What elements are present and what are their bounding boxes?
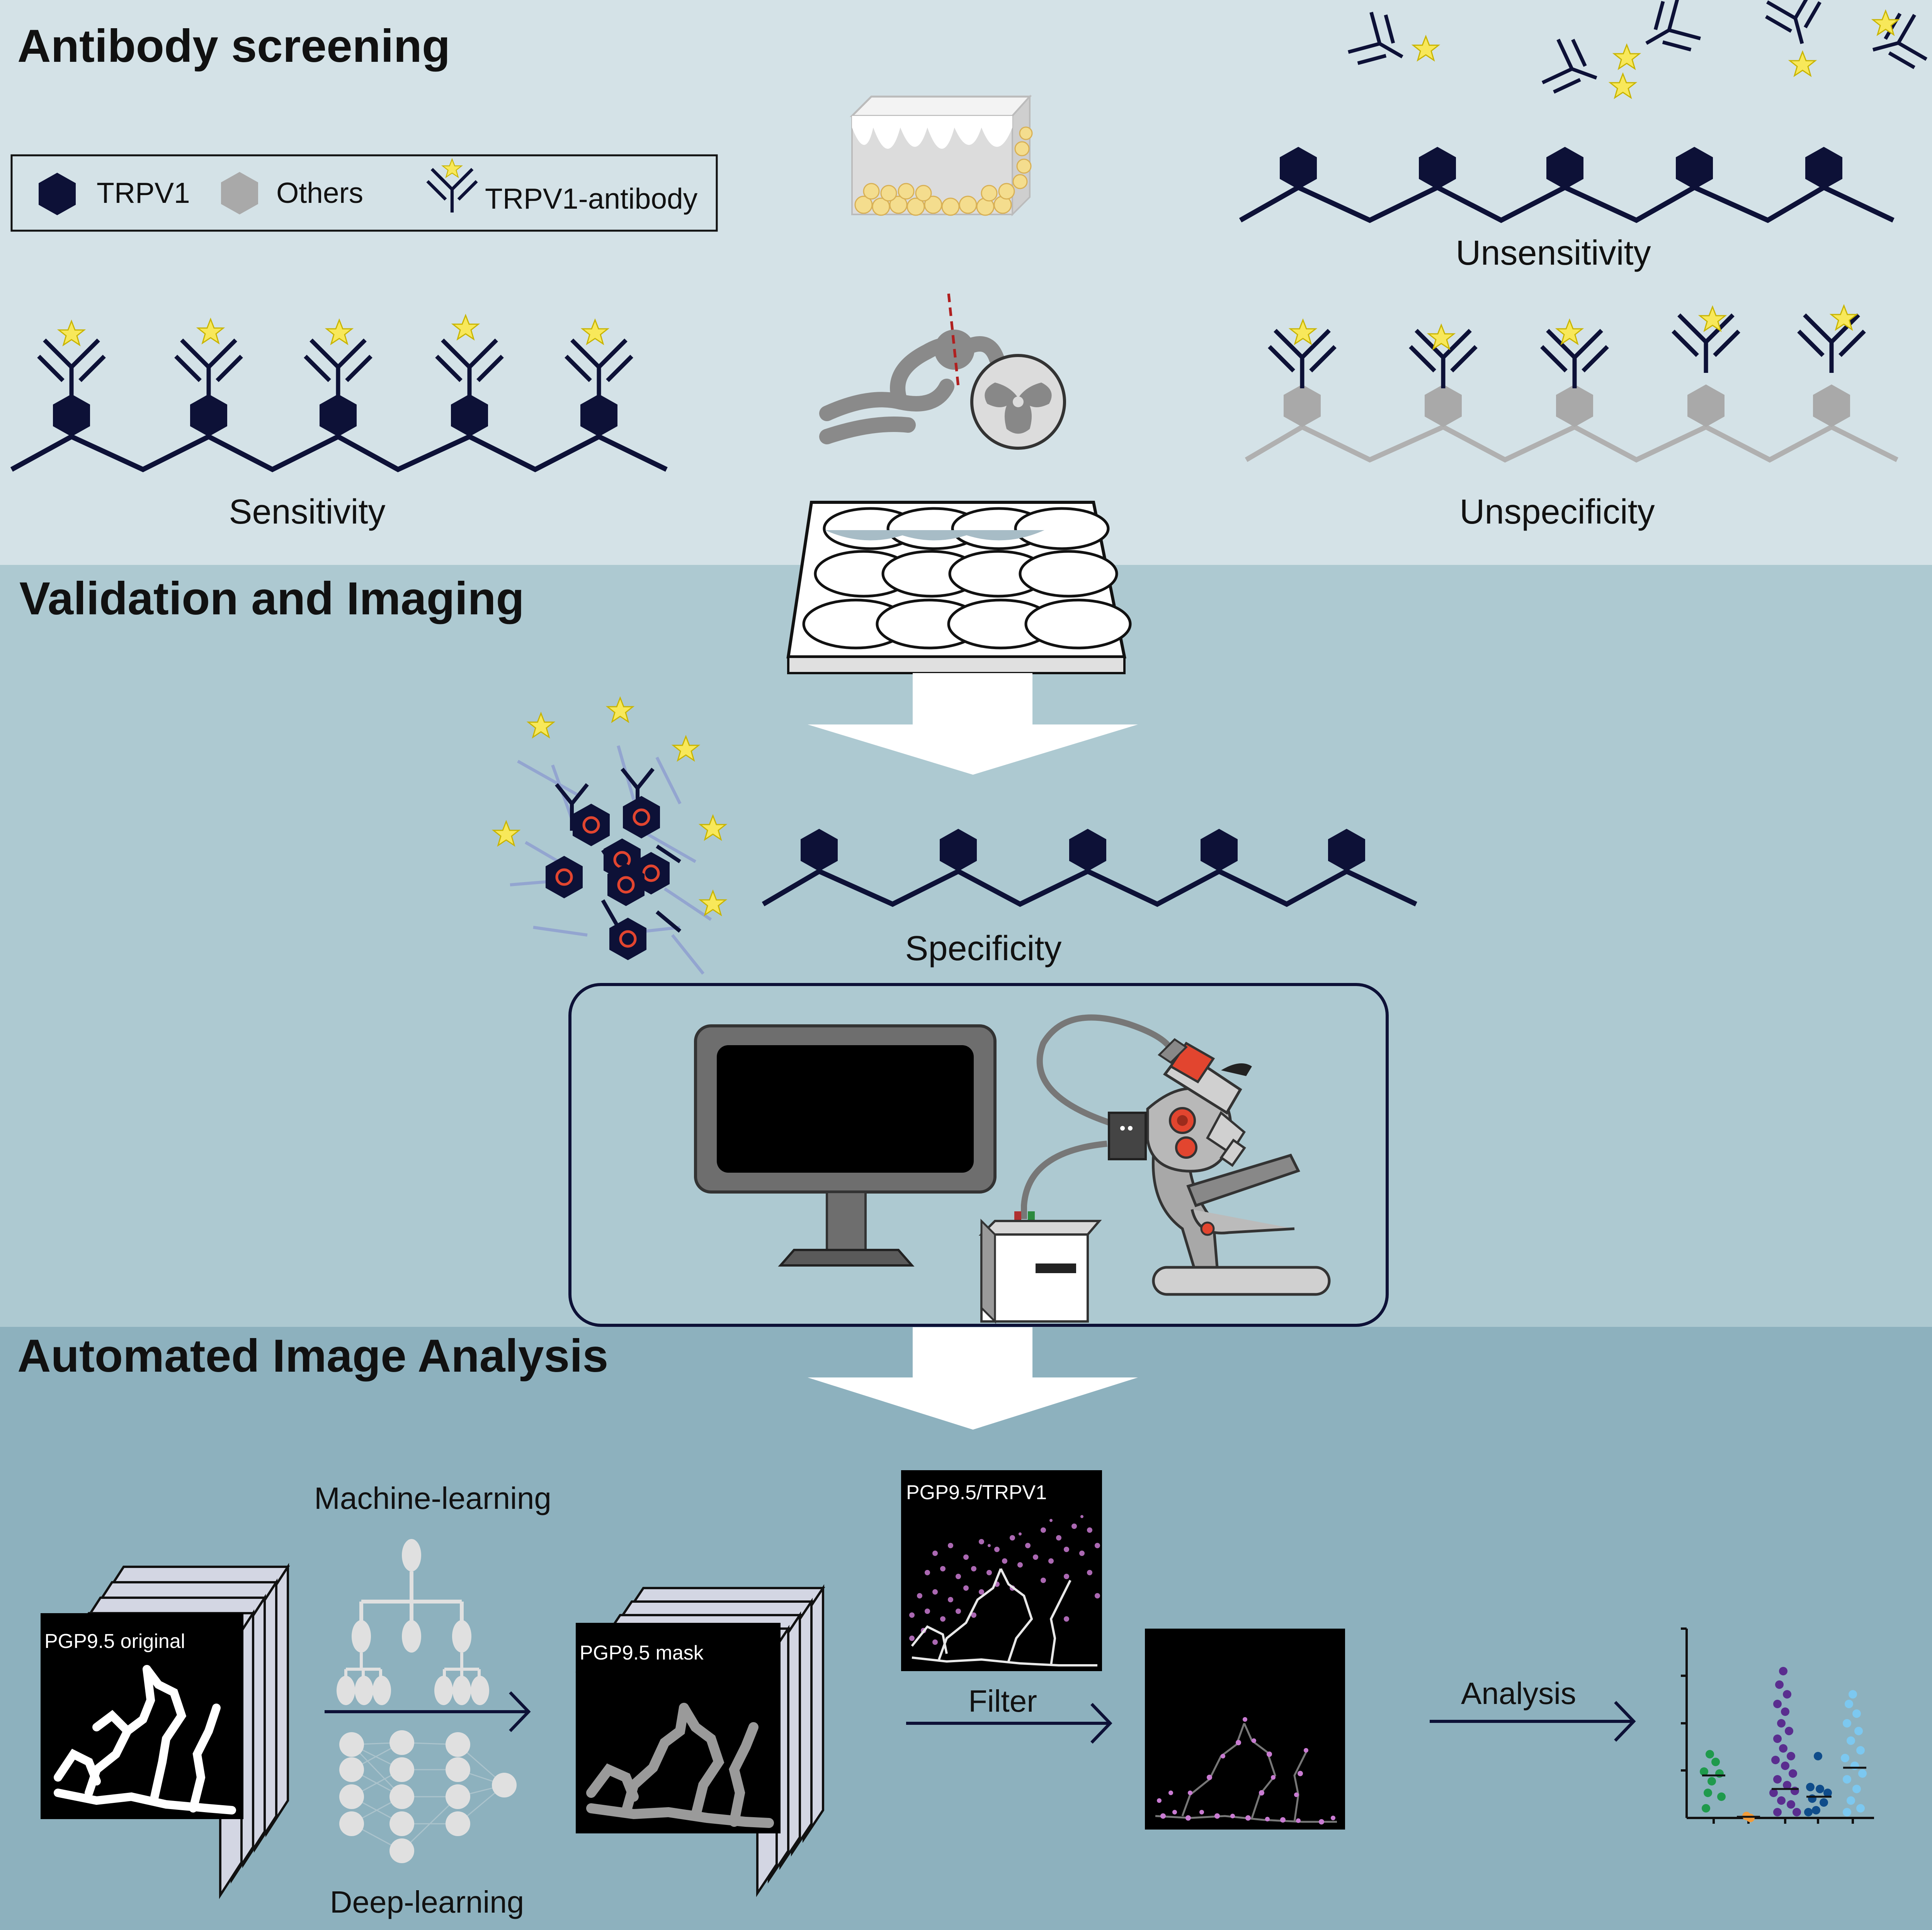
filtered-image — [1145, 1629, 1345, 1830]
overlay-image: PGP9.5/TRPV1 — [901, 1470, 1102, 1671]
label-pgp95-trpv1: PGP9.5/TRPV1 — [906, 1481, 1047, 1504]
label-specificity: Specificity — [905, 929, 1061, 968]
legend-antibody-label: TRPV1-antibody — [485, 182, 698, 215]
decision-tree-icon — [337, 1539, 489, 1705]
legend-box: TRPV1 Others TRPV1-antibody — [10, 154, 718, 232]
title-validation-imaging: Validation and Imaging — [19, 573, 524, 624]
label-unsensitivity: Unsensitivity — [1456, 234, 1651, 272]
cable — [1021, 1141, 1107, 1219]
arrow-analysis — [1430, 1701, 1636, 1742]
label-unspecificity: Unspecificity — [1459, 493, 1655, 531]
light-source-icon — [978, 1211, 1102, 1324]
arrow-down-1 — [808, 673, 1138, 775]
label-analysis: Analysis — [1461, 1676, 1576, 1711]
specificity-chain — [762, 829, 1417, 907]
label-machine-learning: Machine-learning — [314, 1481, 551, 1515]
drg-spinal-cord-icon — [819, 293, 1066, 450]
microscope-icon — [1108, 1038, 1331, 1296]
arrow-down-2 — [808, 1327, 1138, 1430]
image-stack-original: PGP9.5 original — [41, 1563, 290, 1899]
neural-network-icon — [339, 1730, 517, 1863]
label-pgp95-mask: PGP9.5 mask — [580, 1642, 704, 1664]
legend-others-label: Others — [276, 177, 363, 209]
cell-cluster-icon — [493, 697, 726, 975]
arrow-filter — [906, 1703, 1112, 1744]
label-pgp95-original: PGP9.5 original — [44, 1630, 185, 1653]
label-deep-learning: Deep-learning — [330, 1885, 524, 1919]
cable — [1036, 1014, 1173, 1126]
label-filter: Filter — [968, 1684, 1037, 1718]
monitor-icon — [694, 1024, 997, 1267]
title-automated-analysis: Automated Image Analysis — [17, 1330, 608, 1382]
skin-tissue-icon — [849, 94, 1033, 216]
label-sensitivity: Sensitivity — [229, 493, 385, 531]
arrow-ml — [325, 1691, 531, 1732]
sensitivity-chain — [10, 315, 668, 473]
legend-trpv1-label: TRPV1 — [97, 177, 190, 209]
title-antibody-screening: Antibody screening — [17, 20, 450, 72]
well-plate-icon — [786, 501, 1132, 674]
image-stack-mask: PGP9.5 mask — [575, 1584, 825, 1897]
unspecificity-chain — [1245, 305, 1898, 463]
mini-scatter-plot — [1681, 1627, 1874, 1824]
unsensitivity-chain — [1239, 147, 1895, 223]
panel-screening — [0, 0, 1932, 565]
